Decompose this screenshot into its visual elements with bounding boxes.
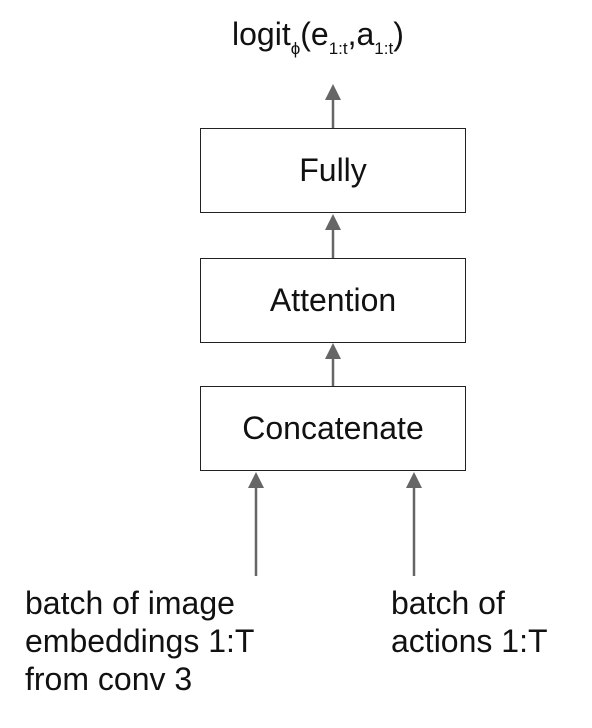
output-sub-phi: ϕ — [290, 39, 301, 58]
arrow-fully-to-output — [325, 84, 341, 128]
output-open: (e — [300, 16, 329, 52]
output-main: logit — [232, 16, 291, 52]
arrow-concatenate-to-attention — [325, 343, 341, 386]
actions-input-label: batch of actions 1:T — [391, 584, 548, 660]
image-input-line-2: embeddings 1:T — [25, 623, 255, 659]
output-close: ) — [393, 16, 404, 52]
image-input-line-1: batch of image — [25, 585, 235, 621]
fully-label: Fully — [299, 152, 367, 188]
image-input-line-3: from conv 3 — [25, 661, 193, 697]
image-embeddings-input-label: batch of image embeddings 1:T from conv … — [25, 584, 254, 698]
output-sub-1: 1:t — [328, 39, 348, 58]
arrow-actions-to-concatenate — [406, 472, 422, 576]
attention-label: Attention — [269, 282, 397, 318]
output-label: logitϕ(e1:t,a1:t) — [232, 16, 404, 57]
arrow-images-to-concatenate — [248, 472, 264, 576]
arrow-attention-to-fully — [325, 214, 341, 258]
concatenate-box: Concatenate — [200, 386, 466, 471]
output-mid: ,a — [347, 16, 375, 52]
actions-input-line-2: actions 1:T — [391, 623, 548, 659]
fully-box: Fully — [200, 128, 466, 213]
attention-box: Attention — [200, 258, 466, 343]
concatenate-label: Concatenate — [242, 410, 424, 446]
output-sub-2: 1:t — [374, 39, 394, 58]
actions-input-line-1: batch of — [391, 585, 505, 621]
